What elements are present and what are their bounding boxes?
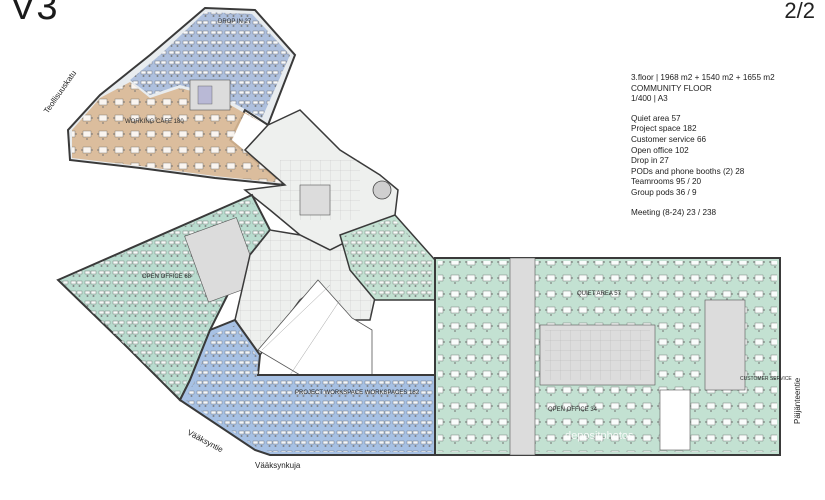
label-open-office-34: OPEN OFFICE 34	[548, 407, 598, 413]
atrium-line-2	[289, 299, 341, 376]
label-project-space: PROJECT WORKSPACE WORKSPACES 182	[295, 390, 420, 396]
atrium-line-1	[261, 284, 331, 351]
west-wing	[56, 193, 272, 402]
floor-line: 3.floor | 1968 m2 + 1540 m2 + 1655 m2	[631, 73, 775, 82]
east-void	[659, 389, 691, 451]
connector-core	[299, 184, 331, 216]
north-west-wing	[66, 6, 297, 187]
info-row: PODs and phone booths (2) 28	[631, 166, 745, 176]
floor-info-panel: 3.floor | 1968 m2 + 1540 m2 + 1655 m2 CO…	[631, 73, 775, 218]
floor-name: COMMUNITY FLOOR	[631, 83, 712, 93]
west-meeting-block	[184, 217, 261, 303]
label-drop-in: DROP IN 27	[218, 19, 252, 25]
east-core-rooms	[545, 330, 650, 380]
nw-core-inner	[197, 85, 213, 105]
info-row: Customer service 66	[631, 134, 707, 144]
street-vaaksynkuja: Vääksynkuja	[255, 461, 301, 470]
info-row: Quiet area 57	[631, 113, 681, 123]
project-desks	[185, 325, 508, 452]
page-number: 2/2	[784, 0, 815, 23]
east-wing	[434, 257, 781, 456]
label-customer-service: CUSTOMER SERVICE	[740, 376, 792, 382]
east-meeting-1	[704, 299, 746, 391]
info-row: Group pods 36 / 9	[631, 187, 697, 197]
drop-in-desks	[130, 12, 290, 118]
ne-connector-desks	[342, 218, 432, 297]
north-east-connector	[339, 214, 436, 301]
middle-block	[234, 229, 381, 376]
info-row: Open office 102	[631, 145, 689, 155]
stair-core	[372, 180, 392, 200]
info-row: Drop in 27	[631, 156, 669, 166]
street-paijanteentie: Päijänteentie	[793, 377, 802, 424]
label-quiet-area: QUIET AREA 57	[577, 291, 622, 297]
central-connector	[243, 109, 399, 251]
label-working-cafe: WORKING CAFE 180	[125, 119, 184, 125]
east-stair	[509, 257, 536, 456]
label-open-office-68: OPEN OFFICE 68	[142, 274, 192, 280]
floor-scale: 1/400 | A3	[631, 94, 668, 104]
meeting-row: Meeting (8-24) 23 / 238	[631, 207, 717, 217]
info-row: Project space 182	[631, 124, 697, 134]
info-row: Teamrooms 95 / 20	[631, 177, 702, 187]
watermark-text: depositphotos	[565, 430, 634, 442]
building-id: V3	[10, 0, 59, 28]
